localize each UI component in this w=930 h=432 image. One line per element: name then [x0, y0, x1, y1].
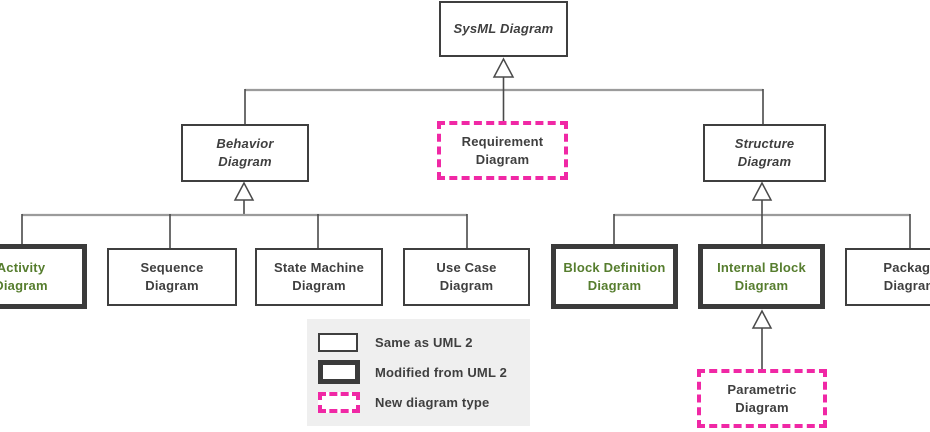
- node-package-diagram: Package Diagram: [845, 248, 930, 306]
- node-use-case-diagram-label: Use Case Diagram: [436, 260, 497, 293]
- node-package-diagram-label: Package Diagram: [883, 260, 930, 293]
- node-sequence-diagram-label: Sequence Diagram: [140, 260, 204, 293]
- node-sysml-diagram-label: SysML Diagram: [453, 21, 554, 37]
- node-requirement-diagram: Requirement Diagram: [437, 121, 568, 180]
- node-behavior-diagram: Behavior Diagram: [181, 124, 309, 182]
- legend-row-same-as-uml2: Same as UML 2: [318, 327, 530, 357]
- node-sysml-diagram: SysML Diagram: [439, 1, 568, 57]
- node-internal-block-diagram: Internal Block Diagram: [698, 244, 825, 309]
- node-activity-diagram-label: Activity Diagram: [0, 259, 48, 293]
- generalization-arrow-sysml: [492, 57, 515, 78]
- node-state-machine-diagram: State Machine Diagram: [255, 248, 383, 306]
- generalization-arrow-structure: [751, 181, 773, 201]
- node-behavior-diagram-label: Behavior Diagram: [216, 136, 274, 169]
- generalization-arrow-internal-block: [751, 309, 773, 329]
- generalization-arrow-behavior: [233, 181, 255, 201]
- node-sequence-diagram: Sequence Diagram: [107, 248, 237, 306]
- node-parametric-diagram: Parametric Diagram: [697, 369, 827, 428]
- legend-row-new-diagram-type: New diagram type: [318, 387, 530, 417]
- legend-label-same-as-uml2: Same as UML 2: [375, 334, 473, 350]
- node-structure-diagram: Structure Diagram: [703, 124, 826, 182]
- node-state-machine-diagram-label: State Machine Diagram: [273, 260, 364, 293]
- node-requirement-diagram-label: Requirement Diagram: [461, 133, 544, 167]
- node-internal-block-diagram-label: Internal Block Diagram: [717, 259, 806, 293]
- node-block-definition-diagram-label: Block Definition Diagram: [563, 259, 666, 293]
- legend-label-new-diagram-type: New diagram type: [375, 394, 490, 410]
- node-activity-diagram: Activity Diagram: [0, 244, 87, 309]
- legend-label-modified-from-uml2: Modified from UML 2: [375, 364, 508, 380]
- legend-swatch-same-as-uml2: [318, 332, 358, 352]
- legend: Same as UML 2 Modified from UML 2 New di…: [307, 319, 530, 426]
- node-block-definition-diagram: Block Definition Diagram: [551, 244, 678, 309]
- node-structure-diagram-label: Structure Diagram: [734, 136, 795, 169]
- legend-row-modified-from-uml2: Modified from UML 2: [318, 357, 530, 387]
- node-parametric-diagram-label: Parametric Diagram: [727, 381, 797, 415]
- legend-swatch-modified-from-uml2: [318, 360, 360, 384]
- node-use-case-diagram: Use Case Diagram: [403, 248, 530, 306]
- legend-swatch-new-diagram-type: [318, 391, 360, 413]
